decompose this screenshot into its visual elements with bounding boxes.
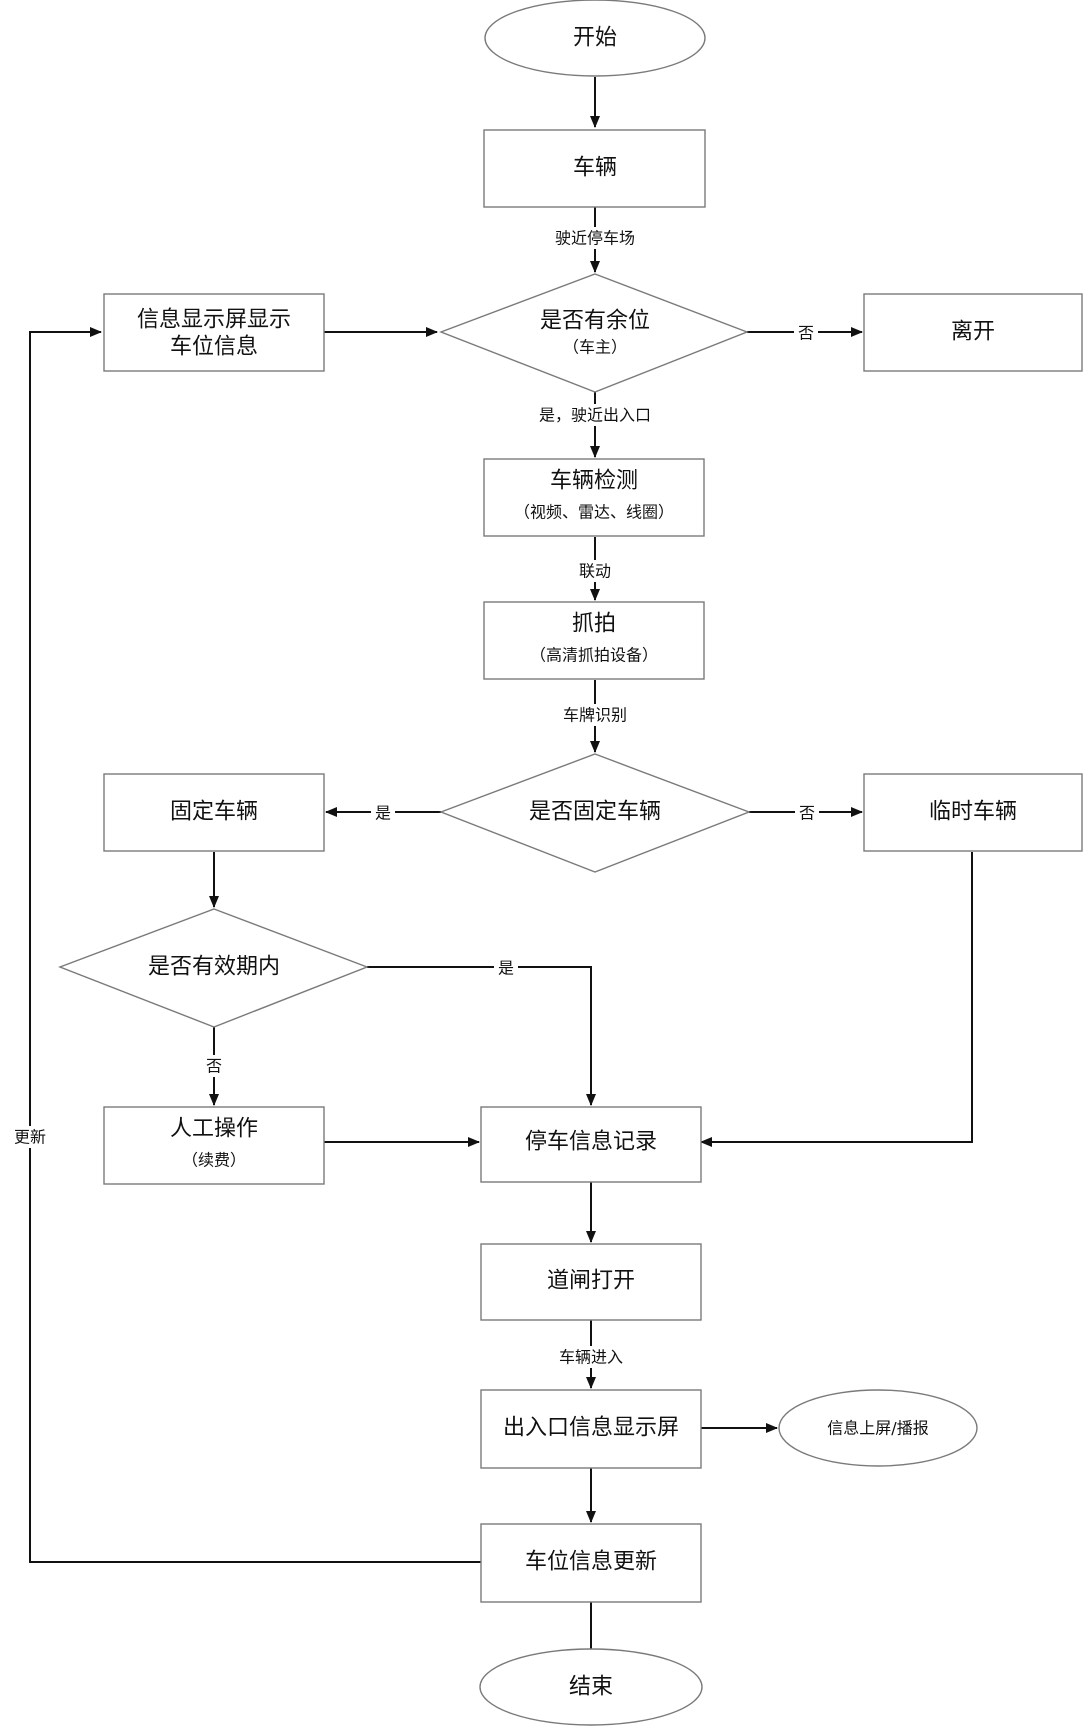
edge-label-valid-yes: 是 bbox=[498, 959, 514, 978]
manual-title: 人工操作 bbox=[170, 1117, 258, 1142]
node-fixed: 固定车辆 bbox=[103, 773, 325, 852]
edge-label-bg bbox=[795, 802, 819, 824]
node-entrance-screen: 出入口信息显示屏 bbox=[480, 1389, 702, 1469]
node-announce: 信息上屏/播报 bbox=[778, 1389, 978, 1467]
fixed-label: 固定车辆 bbox=[170, 800, 258, 825]
edge-label-bg bbox=[494, 957, 518, 979]
edge-label-linkage: 联动 bbox=[579, 562, 611, 581]
gate-open-box bbox=[480, 1243, 702, 1321]
record-label: 停车信息记录 bbox=[525, 1130, 657, 1155]
node-detect: 车辆检测 （视频、雷达、线圈） bbox=[483, 458, 705, 537]
fixed-box bbox=[103, 773, 325, 852]
in-validity-label: 是否有效期内 bbox=[148, 955, 280, 980]
edge-label-bg bbox=[549, 1346, 633, 1368]
temp-box bbox=[863, 773, 1083, 852]
edge-label-bg bbox=[794, 322, 818, 344]
manual-box bbox=[103, 1106, 325, 1185]
start-ellipse bbox=[484, 0, 706, 77]
detect-box bbox=[483, 458, 705, 537]
node-has-space: 是否有余位 （车主） bbox=[439, 273, 749, 393]
node-manual: 人工操作 （续费） bbox=[103, 1106, 325, 1185]
edge-validity-record bbox=[367, 966, 596, 1106]
leave-box bbox=[863, 293, 1083, 372]
entrance-screen-label: 出入口信息显示屏 bbox=[503, 1416, 679, 1441]
detect-title: 车辆检测 bbox=[550, 469, 638, 494]
space-update-box bbox=[480, 1523, 702, 1603]
node-in-validity: 是否有效期内 bbox=[58, 908, 369, 1028]
edge-label-vehicle-enter: 车辆进入 bbox=[559, 1348, 623, 1367]
edge-label-yes-approach: 是，驶近出入口 bbox=[539, 406, 651, 425]
node-is-fixed: 是否固定车辆 bbox=[439, 753, 751, 873]
space-update-label: 车位信息更新 bbox=[525, 1550, 657, 1575]
temp-label: 临时车辆 bbox=[929, 800, 1017, 825]
node-gate-open: 道闸打开 bbox=[480, 1243, 702, 1321]
start-label: 开始 bbox=[573, 26, 617, 51]
edge-labels: 驶近停车场 否 是，驶近出入口 联动 车牌识别 是 否 是 否 车辆进入 更新 bbox=[9, 227, 819, 1368]
edge-label-bg bbox=[520, 404, 670, 426]
connectors bbox=[29, 77, 973, 1661]
gate-open-label: 道闸打开 bbox=[547, 1269, 635, 1294]
edge-label-bg bbox=[572, 560, 618, 582]
record-box bbox=[480, 1106, 702, 1183]
node-leave: 离开 bbox=[863, 293, 1083, 372]
node-space-update: 车位信息更新 bbox=[480, 1523, 702, 1603]
edge-label-valid-no: 否 bbox=[206, 1057, 222, 1076]
node-capture: 抓拍 （高清抓拍设备） bbox=[483, 601, 705, 680]
is-fixed-label: 是否固定车辆 bbox=[529, 800, 661, 825]
edge-update-screen bbox=[29, 327, 481, 1563]
is-fixed-diamond bbox=[439, 753, 751, 873]
has-space-diamond bbox=[439, 273, 749, 393]
edge-label-approach-lot: 驶近停车场 bbox=[555, 229, 635, 248]
node-display-screen: 信息显示屏显示 车位信息 bbox=[103, 293, 325, 372]
vehicle-label: 车辆 bbox=[573, 156, 617, 181]
capture-sub: （高清抓拍设备） bbox=[530, 646, 658, 665]
announce-ellipse bbox=[778, 1389, 978, 1467]
node-end: 结束 bbox=[479, 1648, 703, 1726]
announce-label: 信息上屏/播报 bbox=[827, 1419, 928, 1438]
edge-label-update: 更新 bbox=[14, 1128, 46, 1147]
manual-sub: （续费） bbox=[182, 1151, 246, 1170]
edge-label-fixed-no: 否 bbox=[799, 804, 815, 823]
edge-temp-record bbox=[700, 852, 973, 1147]
in-validity-diamond bbox=[58, 908, 369, 1028]
edge-label-bg bbox=[9, 1126, 51, 1148]
end-label: 结束 bbox=[569, 1675, 613, 1700]
edge-label-bg bbox=[202, 1055, 226, 1077]
edge-label-fixed-yes: 是 bbox=[375, 804, 391, 823]
display-screen-line2: 车位信息 bbox=[170, 335, 258, 360]
node-record: 停车信息记录 bbox=[480, 1106, 702, 1183]
capture-box bbox=[483, 601, 705, 680]
edge-label-bg bbox=[371, 802, 395, 824]
vehicle-box bbox=[483, 129, 706, 208]
end-ellipse bbox=[479, 1648, 703, 1726]
display-screen-box bbox=[103, 293, 325, 372]
node-temp: 临时车辆 bbox=[863, 773, 1083, 852]
capture-title: 抓拍 bbox=[572, 612, 616, 637]
node-start: 开始 bbox=[484, 0, 706, 77]
has-space-title: 是否有余位 bbox=[540, 309, 650, 334]
has-space-sub: （车主） bbox=[563, 338, 627, 357]
leave-label: 离开 bbox=[951, 320, 995, 345]
display-screen-line1: 信息显示屏显示 bbox=[137, 308, 291, 333]
edge-label-bg bbox=[554, 704, 638, 726]
entrance-screen-box bbox=[480, 1389, 702, 1469]
edge-label-bg bbox=[543, 227, 647, 249]
edge-label-plate-recognition: 车牌识别 bbox=[563, 706, 627, 725]
edge-label-no-space: 否 bbox=[798, 324, 814, 343]
detect-sub: （视频、雷达、线圈） bbox=[514, 503, 674, 522]
node-vehicle: 车辆 bbox=[483, 129, 706, 208]
